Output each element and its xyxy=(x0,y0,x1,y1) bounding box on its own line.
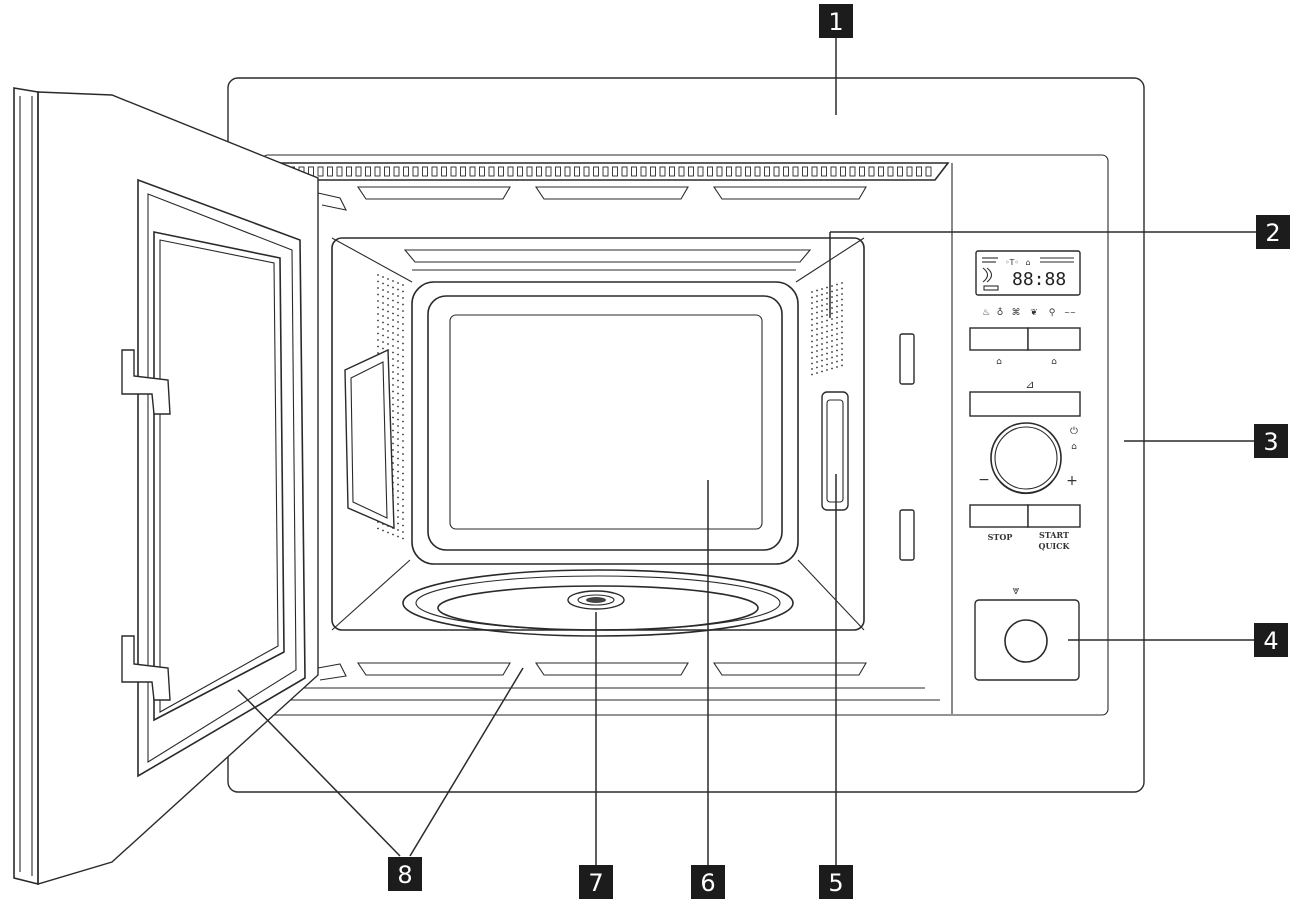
callout-8: 8 xyxy=(388,857,422,891)
door-open-icon: ⩔ xyxy=(1013,583,1020,597)
mode-buttons: ⌂ ⌂ xyxy=(969,327,1081,367)
minus-sign: − xyxy=(978,472,990,488)
display-window: 88:88 ◦T◦ ⌂ xyxy=(975,250,1081,296)
stop-label: STOP xyxy=(988,532,1013,542)
microwave-mode-button[interactable] xyxy=(969,327,1029,351)
lock-icon: ⌂ xyxy=(1071,442,1077,452)
start-label: START xyxy=(1039,530,1069,540)
control-dial[interactable] xyxy=(990,422,1062,494)
svg-text:◦T◦: ◦T◦ xyxy=(1005,258,1019,267)
callout-2-label: 2 xyxy=(1265,219,1280,247)
leader-lines xyxy=(237,38,1258,866)
clock-icon: ⏻ xyxy=(1070,426,1078,437)
base-recess xyxy=(278,687,940,701)
start-quick-button[interactable] xyxy=(1027,504,1081,528)
callout-8-label: 8 xyxy=(397,861,412,889)
stop-button[interactable] xyxy=(969,504,1029,528)
door-latch-holes xyxy=(899,333,915,561)
callout-3-label: 3 xyxy=(1263,428,1278,456)
callout-1: 1 xyxy=(819,4,853,38)
svg-text:♁: ♁ xyxy=(997,307,1004,318)
callout-3: 3 xyxy=(1254,424,1288,458)
callout-1-label: 1 xyxy=(828,8,843,36)
callout-6: 6 xyxy=(691,865,725,899)
weight-icon: ⊿ xyxy=(1025,378,1034,391)
svg-text:~~: ~~ xyxy=(1064,309,1076,317)
control-dial-group: ⏻ ⌂ − + xyxy=(978,422,1078,495)
svg-text:♨: ♨ xyxy=(982,308,990,318)
upper-slots xyxy=(356,186,867,200)
turntable xyxy=(402,569,794,637)
left-wall-plate xyxy=(344,348,395,530)
callout-7-label: 7 xyxy=(588,869,603,897)
callout-4: 4 xyxy=(1254,623,1288,657)
control-panel: 88:88 ◦T◦ ⌂ ♨ ♁ ⌘ ❦ ⚲ ~~ xyxy=(969,250,1081,681)
callout-2: 2 xyxy=(1256,215,1290,249)
display-digits: 88:88 xyxy=(1012,269,1066,290)
callout-4-label: 4 xyxy=(1263,627,1278,655)
function-button-group: ⊿ xyxy=(969,378,1081,417)
plus-sign: + xyxy=(1066,473,1078,489)
door-hooks xyxy=(121,349,171,701)
svg-text:⌂: ⌂ xyxy=(1025,258,1030,267)
door xyxy=(13,87,347,886)
svg-text:⚲: ⚲ xyxy=(1049,308,1056,318)
grill-mode-button[interactable] xyxy=(1027,327,1081,351)
callout-6-label: 6 xyxy=(700,869,715,897)
right-wall-mesh xyxy=(811,282,843,376)
door-release-button[interactable] xyxy=(1004,619,1048,663)
callout-7: 7 xyxy=(579,865,613,899)
mode-symbol-row: ♨ ♁ ⌘ ❦ ⚲ ~~ xyxy=(982,307,1076,318)
grill-mode-icon: ⌂ xyxy=(1051,357,1057,367)
microwave-mode-icon: ⌂ xyxy=(996,357,1002,367)
svg-text:❦: ❦ xyxy=(1030,308,1038,318)
callout-5: 5 xyxy=(819,865,853,899)
quick-label: QUICK xyxy=(1038,541,1070,551)
outer-frame xyxy=(227,77,1145,793)
function-button[interactable] xyxy=(969,391,1081,417)
lower-slots xyxy=(356,662,867,676)
stop-start-buttons: STOP START QUICK xyxy=(969,504,1081,551)
waveguide-cover xyxy=(821,391,849,511)
door-release-group: ⩔ xyxy=(974,583,1080,681)
svg-text:⌘: ⌘ xyxy=(1012,308,1021,318)
callout-5-label: 5 xyxy=(828,869,843,897)
